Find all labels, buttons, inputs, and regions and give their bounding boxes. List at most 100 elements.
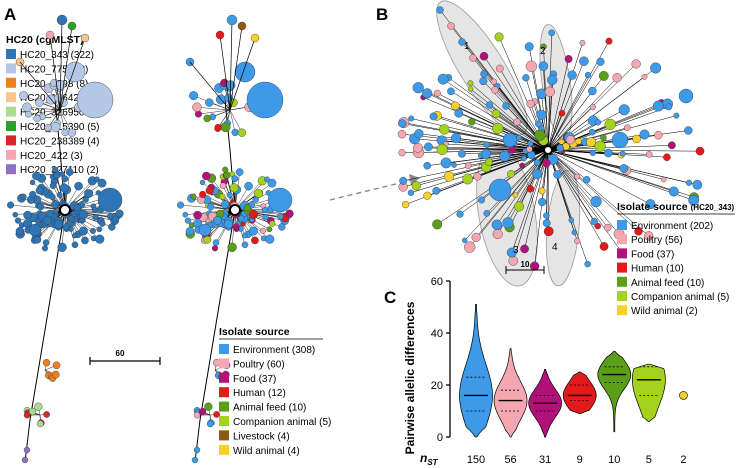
network-node	[634, 227, 643, 236]
hc20-legend-item-swatch	[6, 106, 16, 117]
network-node	[234, 61, 256, 83]
network-edge	[229, 109, 243, 133]
violin-body	[562, 371, 597, 414]
network-node	[483, 141, 490, 148]
network-node	[437, 73, 449, 85]
hc20-legend-item-swatch	[6, 63, 16, 74]
network-edge	[547, 58, 569, 151]
network-node	[401, 200, 410, 209]
network-node	[611, 131, 629, 149]
network-node	[28, 407, 37, 416]
network-edge	[547, 149, 588, 265]
cluster-label-3: 3	[513, 245, 519, 256]
network-node	[547, 74, 558, 86]
source-legend-b-item-label: Environment (202)	[631, 221, 713, 232]
network-node	[50, 122, 61, 133]
network-edge	[234, 180, 263, 211]
network-node	[462, 237, 468, 244]
network-node	[574, 237, 581, 245]
network-node	[211, 245, 219, 252]
network-node	[36, 420, 44, 428]
network-node	[276, 213, 284, 220]
network-node	[480, 70, 488, 78]
network-edge	[547, 149, 651, 205]
network-node	[584, 260, 591, 268]
source-legend-b-item-swatch	[617, 220, 627, 230]
network-node	[644, 231, 654, 241]
network-node	[512, 192, 519, 198]
network-node	[237, 128, 247, 137]
network-node	[527, 140, 534, 147]
network-node	[564, 55, 573, 63]
network-node	[267, 187, 293, 213]
network-node	[250, 33, 260, 43]
network-node	[604, 223, 612, 232]
network-node	[447, 87, 455, 96]
source-legend-a-item-swatch	[219, 416, 229, 426]
network-node	[235, 168, 244, 176]
network-edge	[486, 149, 549, 168]
network-node	[33, 114, 41, 123]
hc20-legend-item-swatch	[6, 164, 16, 175]
network-node	[451, 162, 457, 168]
scale-bar-a-label: 60	[116, 349, 125, 358]
network-node	[23, 446, 31, 454]
source-legend-b-item-label: Animal feed (10)	[631, 278, 704, 289]
network-node	[667, 141, 676, 150]
zoom-arrow	[329, 174, 420, 201]
network-node	[411, 181, 421, 191]
network-node	[652, 100, 664, 112]
source-legend-a-item-label: Poultry (60)	[233, 359, 285, 370]
network-node	[44, 123, 52, 132]
network-node	[222, 166, 229, 173]
network-node	[19, 91, 29, 101]
network-edge	[547, 77, 618, 151]
network-node	[206, 420, 214, 428]
network-node	[237, 21, 247, 31]
network-node	[618, 104, 630, 116]
network-node	[182, 211, 189, 218]
network-node	[685, 179, 692, 186]
network-node	[213, 411, 220, 418]
network-edge	[513, 149, 549, 261]
network-node	[433, 89, 441, 97]
network-node	[663, 153, 671, 162]
panel-b-letter: B	[376, 5, 388, 24]
network-node	[612, 73, 622, 83]
network-node	[241, 241, 249, 249]
network-node	[534, 129, 546, 141]
network-node	[28, 223, 42, 237]
network-node	[483, 210, 491, 217]
network-node	[78, 226, 88, 236]
source-legend-a-item-swatch	[219, 430, 229, 441]
network-node	[202, 171, 211, 181]
network-node	[424, 142, 433, 152]
network-edge	[196, 107, 231, 111]
network-node	[502, 132, 518, 148]
y-tick-label: 60	[431, 276, 443, 288]
network-node	[285, 209, 294, 218]
network-edge	[510, 149, 549, 175]
network-node	[594, 140, 606, 152]
hc20-legend-item-swatch	[6, 77, 16, 88]
hc20-legend-item-label: HC20_238389 (4)	[20, 136, 100, 147]
network-node	[37, 203, 45, 211]
network-node	[604, 148, 613, 158]
network-edge	[229, 25, 243, 111]
network-node	[436, 143, 448, 155]
y-tick-label: 20	[431, 380, 443, 392]
network-node	[115, 209, 124, 218]
network-node	[447, 22, 455, 30]
network-node	[95, 234, 105, 244]
network-b	[397, 6, 705, 271]
network-node	[574, 173, 580, 180]
network-node	[399, 176, 408, 185]
network-node	[508, 256, 519, 266]
network-node	[398, 149, 406, 157]
network-node	[645, 151, 653, 158]
network-node	[542, 159, 551, 168]
network-node	[52, 361, 61, 370]
source-legend-a-item-label: Livestock (4)	[233, 431, 290, 442]
network-node	[12, 211, 19, 218]
network-node	[212, 239, 220, 246]
